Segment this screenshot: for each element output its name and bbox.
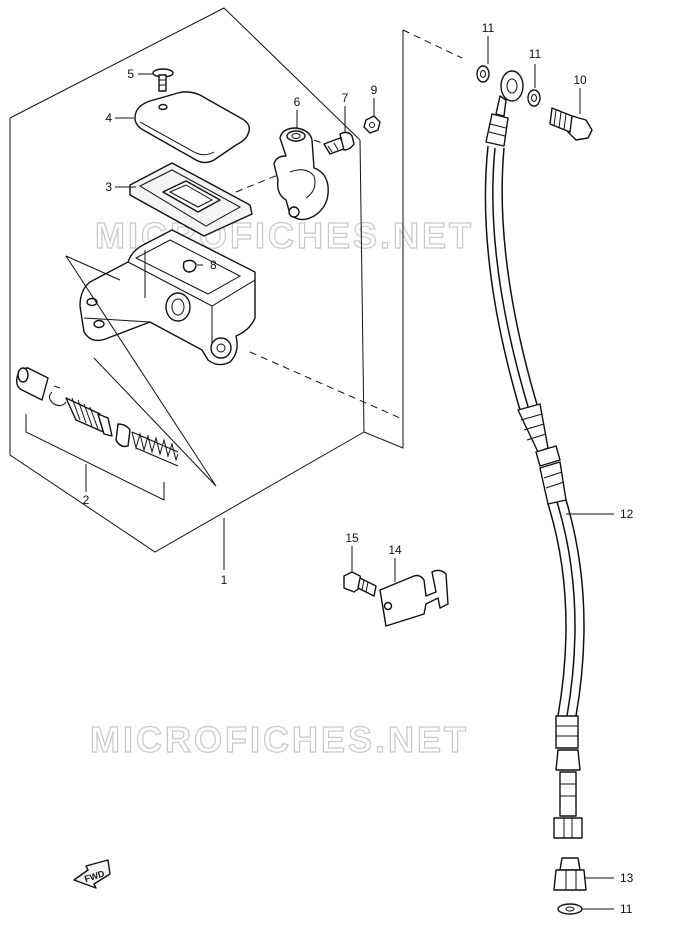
hose-bracket <box>379 569 449 627</box>
callout-11-bottom: 11 <box>620 902 633 916</box>
forward-arrow-icon: FWD <box>73 859 111 889</box>
callout-5: 5 <box>127 67 134 81</box>
sight-boot <box>182 259 197 273</box>
clamp-bolt <box>323 131 355 155</box>
align-line-banjo <box>249 351 401 419</box>
watermark-bottom: MICROFICHES.NET <box>90 719 469 760</box>
callouts: 1 2 3 4 5 6 7 8 9 10 11 11 11 12 13 14 1… <box>83 21 634 916</box>
piston-kit <box>15 367 179 467</box>
callout-11-top-right: 11 <box>529 47 542 61</box>
hose-joint-nut <box>553 857 587 891</box>
washer-top-left <box>476 65 490 83</box>
projection-lines <box>65 255 217 487</box>
small-nut <box>363 115 381 134</box>
callout-4: 4 <box>105 111 112 125</box>
callout-7: 7 <box>342 91 349 105</box>
callout-11-top-left: 11 <box>482 21 495 35</box>
callout-3: 3 <box>105 180 112 194</box>
brake-hose <box>484 70 585 839</box>
banjo-bolt <box>549 107 593 141</box>
callout-15: 15 <box>345 531 359 545</box>
assembly-box <box>9 7 463 553</box>
callout-14: 14 <box>388 543 402 557</box>
callout-8: 8 <box>210 258 217 272</box>
callout-2: 2 <box>83 493 90 507</box>
callout-13: 13 <box>620 871 634 885</box>
reservoir-cap-screw <box>152 68 174 92</box>
callout-6: 6 <box>294 95 301 109</box>
align-line-bolt7 <box>313 139 337 149</box>
diaphragm-plate <box>129 162 253 237</box>
washer-bottom <box>557 903 583 915</box>
handlebar-clamp <box>273 127 329 221</box>
callout-1: 1 <box>221 573 228 587</box>
bracket-bolt <box>343 571 377 597</box>
reservoir-cap <box>134 91 251 164</box>
washer-top-right <box>527 89 541 107</box>
leader-lines <box>85 36 614 910</box>
callout-12: 12 <box>620 507 634 521</box>
callout-10: 10 <box>573 73 587 87</box>
master-cylinder-body <box>79 229 256 366</box>
callout-9: 9 <box>371 83 378 97</box>
